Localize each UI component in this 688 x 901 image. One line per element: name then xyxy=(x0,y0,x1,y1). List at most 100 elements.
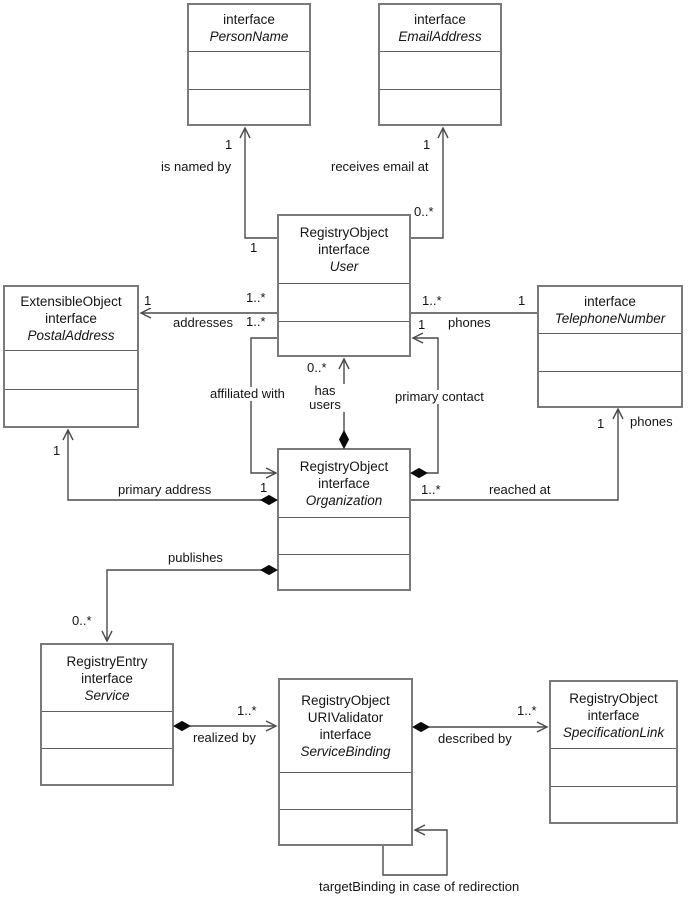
association-label-is-named-by: is named by xyxy=(160,159,233,174)
multiplicity-label: 0..* xyxy=(306,360,328,375)
multiplicity-label: 1 xyxy=(517,293,527,308)
multiplicity-label: 1 xyxy=(422,137,432,152)
class-service-title: RegistryEntry interface Service xyxy=(42,645,172,712)
operations-compartment xyxy=(539,372,681,406)
multiplicity-label: 1..* xyxy=(245,290,267,305)
stereotype-line: interface xyxy=(319,727,372,742)
stereotype-line: interface xyxy=(223,12,275,27)
stereotype-line: interface xyxy=(587,707,640,723)
association-label-realized-by: realized by xyxy=(192,730,257,745)
class-postaladdress-title: ExtensibleObject interface PostalAddress xyxy=(5,287,137,351)
class-name: Organization xyxy=(305,493,383,508)
class-emailaddress: interface EmailAddress xyxy=(378,3,502,126)
class-personname-title: interface PersonName xyxy=(189,5,309,52)
stereotype-line: RegistryObject xyxy=(301,693,390,708)
class-organization: RegistryObject interface Organization xyxy=(277,448,411,591)
operations-compartment xyxy=(279,555,409,589)
operations-compartment xyxy=(279,322,409,355)
attributes-compartment xyxy=(539,334,681,372)
multiplicity-label: 1..* xyxy=(245,314,267,329)
attributes-compartment xyxy=(5,351,137,390)
class-name: TelephoneNumber xyxy=(554,311,666,326)
line-primary-contact xyxy=(411,332,439,474)
aggregation-diamond-described-by xyxy=(411,721,431,733)
multiplicity-label: 1 xyxy=(259,480,269,495)
class-name: PostalAddress xyxy=(27,328,115,343)
multiplicity-label: 1 xyxy=(249,240,259,255)
multiplicity-label: 1..* xyxy=(516,703,538,718)
association-label-primary-contact: primary contact xyxy=(394,389,485,404)
association-label-phones: phones xyxy=(447,315,492,330)
class-emailaddress-title: interface EmailAddress xyxy=(380,5,500,52)
attributes-compartment xyxy=(551,749,676,787)
operations-compartment xyxy=(551,787,676,822)
class-personname: interface PersonName xyxy=(187,3,311,126)
multiplicity-label: 1 xyxy=(417,317,427,332)
multiplicity-label: 0..* xyxy=(413,204,435,219)
class-postaladdress: ExtensibleObject interface PostalAddress xyxy=(3,285,139,428)
class-name: ServiceBinding xyxy=(300,744,391,759)
multiplicity-label: 1 xyxy=(596,416,606,431)
aggregation-diamond-has-users xyxy=(338,429,350,450)
association-label-receives-email-at: receives email at xyxy=(330,159,430,174)
stereotype-line: interface xyxy=(318,242,370,257)
attributes-compartment xyxy=(280,773,411,810)
association-label-target-binding: targetBinding in case of redirection xyxy=(318,879,521,894)
class-telephonenumber: interface TelephoneNumber xyxy=(537,285,683,408)
aggregation-diamond-realized-by xyxy=(172,720,192,732)
class-specificationlink: RegistryObject interface SpecificationLi… xyxy=(549,680,678,824)
class-servicebinding: RegistryObject URIValidator interface Se… xyxy=(278,678,413,846)
aggregation-diamond-publishes xyxy=(259,564,279,576)
operations-compartment xyxy=(280,810,411,844)
multiplicity-label: 1..* xyxy=(420,482,442,497)
stereotype-line: ExtensibleObject xyxy=(20,294,122,309)
stereotype-line: RegistryObject xyxy=(569,690,658,706)
attributes-compartment xyxy=(380,52,500,90)
line-is-named-by xyxy=(239,126,277,239)
class-user: RegistryObject interface User xyxy=(277,214,411,357)
operations-compartment xyxy=(5,390,137,426)
association-label-publishes: publishes xyxy=(167,550,224,565)
aggregation-diamond-primary-address xyxy=(259,494,279,506)
stereotype-line: RegistryEntry xyxy=(66,653,148,669)
attributes-compartment xyxy=(279,284,409,322)
association-label-has-users: has users xyxy=(301,384,349,412)
multiplicity-label: 1 xyxy=(143,293,153,308)
stereotype-line: interface xyxy=(414,12,466,27)
stereotype-line: interface xyxy=(45,311,97,326)
stereotype-line: interface xyxy=(584,294,636,309)
multiplicity-label: 1..* xyxy=(421,293,443,308)
class-specificationlink-title: RegistryObject interface SpecificationLi… xyxy=(551,682,676,749)
stereotype-line: URIValidator xyxy=(307,710,384,725)
multiplicity-label: 0..* xyxy=(71,613,93,628)
stereotype-line: interface xyxy=(81,670,133,686)
association-label-addresses: addresses xyxy=(172,315,234,330)
attributes-compartment xyxy=(279,518,409,555)
class-name: PersonName xyxy=(209,29,289,44)
association-label-described-by: described by xyxy=(437,731,513,746)
class-servicebinding-title: RegistryObject URIValidator interface Se… xyxy=(280,680,411,773)
stereotype-line: RegistryObject xyxy=(299,459,389,474)
class-name: SpecificationLink xyxy=(562,724,665,740)
class-organization-title: RegistryObject interface Organization xyxy=(279,450,409,518)
operations-compartment xyxy=(189,90,309,124)
class-telephonenumber-title: interface TelephoneNumber xyxy=(539,287,681,334)
multiplicity-label: 1 xyxy=(52,443,62,458)
aggregation-diamond-primary-contact xyxy=(409,467,429,479)
multiplicity-label: 1 xyxy=(224,137,234,152)
association-label-reached-at: reached at xyxy=(488,482,552,497)
class-name: EmailAddress xyxy=(398,29,482,44)
stereotype-line: interface xyxy=(318,476,370,491)
multiplicity-label: 1..* xyxy=(236,703,258,718)
role-label-phones: phones xyxy=(629,414,674,429)
attributes-compartment xyxy=(42,712,172,749)
attributes-compartment xyxy=(189,52,309,90)
class-user-title: RegistryObject interface User xyxy=(279,216,409,284)
class-name: User xyxy=(329,259,359,274)
association-label-primary-address: primary address xyxy=(117,482,213,497)
line-affiliated-with xyxy=(250,337,278,479)
association-label-affiliated-with: affiliated with xyxy=(209,386,286,401)
class-name: Service xyxy=(84,687,130,703)
operations-compartment xyxy=(380,90,500,124)
